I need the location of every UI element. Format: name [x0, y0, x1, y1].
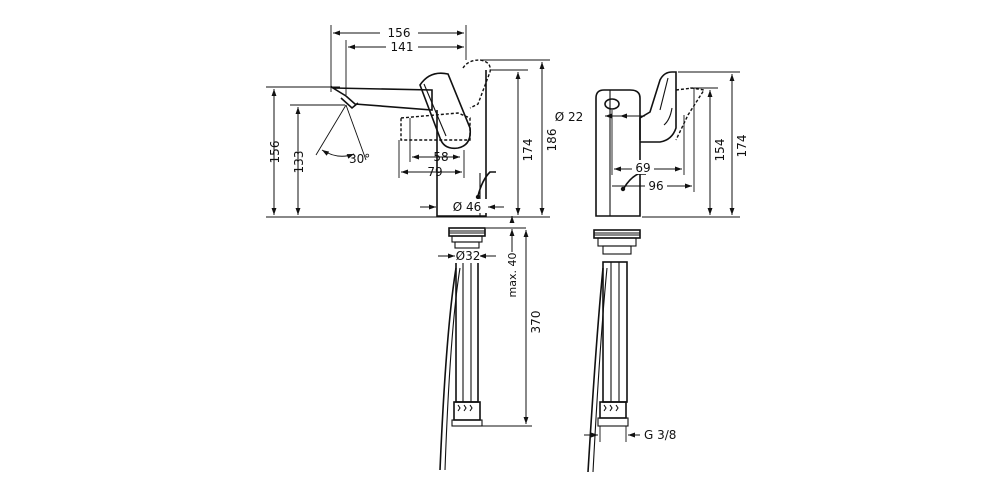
dim-96-label: 96	[648, 179, 663, 193]
dim-left-outer-label: 156	[268, 141, 282, 164]
dim-96: 96	[612, 88, 695, 193]
front-body	[595, 89, 646, 217]
dim-left-inner: 133	[290, 104, 345, 215]
dim-174: 174	[678, 71, 749, 215]
dim-top-outer-label: 156	[388, 26, 411, 40]
dim-outlet-diameter: Ø 22	[549, 109, 645, 124]
dim-thread-label: G 3/8	[644, 428, 676, 442]
dim-top-inner-label: 141	[391, 40, 414, 54]
lever-alt-positions	[400, 59, 491, 141]
dim-max-40: max. 40	[486, 216, 526, 297]
side-view: 156 141 156 133 30°	[266, 25, 559, 471]
dim-height-186-label: 186	[545, 129, 559, 152]
dim-hose-370-label: 370	[529, 311, 543, 334]
dim-lever-58-label: 58	[433, 150, 448, 164]
dim-outlet-diameter-label: Ø 22	[555, 110, 584, 124]
dim-174-label: 174	[735, 135, 749, 158]
dim-angle-label: 30°	[349, 152, 370, 166]
dim-69-label: 69	[635, 161, 650, 175]
dim-left-inner-label: 133	[292, 151, 306, 174]
dim-angle: 30°	[315, 104, 370, 166]
dim-hose-370: 370	[482, 230, 543, 427]
dim-154-label: 154	[713, 139, 727, 162]
dim-waste-diameter-label: Ø32	[456, 249, 481, 263]
dim-height-174: 174	[490, 69, 535, 215]
spout	[330, 85, 433, 111]
faucet-body	[436, 70, 496, 217]
dim-left-outer: 156	[266, 86, 520, 218]
dim-top-outer: 156	[330, 25, 467, 92]
dim-height-174-label: 174	[521, 139, 535, 162]
dim-max-40-label: max. 40	[506, 253, 519, 298]
dim-top-inner: 141	[345, 40, 464, 95]
dim-height-186: 186	[480, 59, 559, 218]
lever	[419, 72, 472, 150]
front-mounting	[587, 229, 641, 473]
dim-lever-79-label: 79	[427, 165, 442, 179]
dim-lever-58: 58	[409, 118, 460, 164]
dim-body-diameter: Ø 46	[420, 199, 504, 214]
dim-thread: G 3/8	[584, 426, 676, 442]
front-view: Ø 22 69 96 154 174	[549, 71, 749, 473]
dim-154: 154	[642, 87, 740, 218]
dim-lever-79: 79	[398, 140, 465, 179]
dim-waste-diameter: Ø32	[438, 249, 496, 263]
mounting-assembly	[439, 227, 486, 471]
dim-body-diameter-label: Ø 46	[453, 200, 482, 214]
dim-69: 69	[611, 110, 685, 175]
